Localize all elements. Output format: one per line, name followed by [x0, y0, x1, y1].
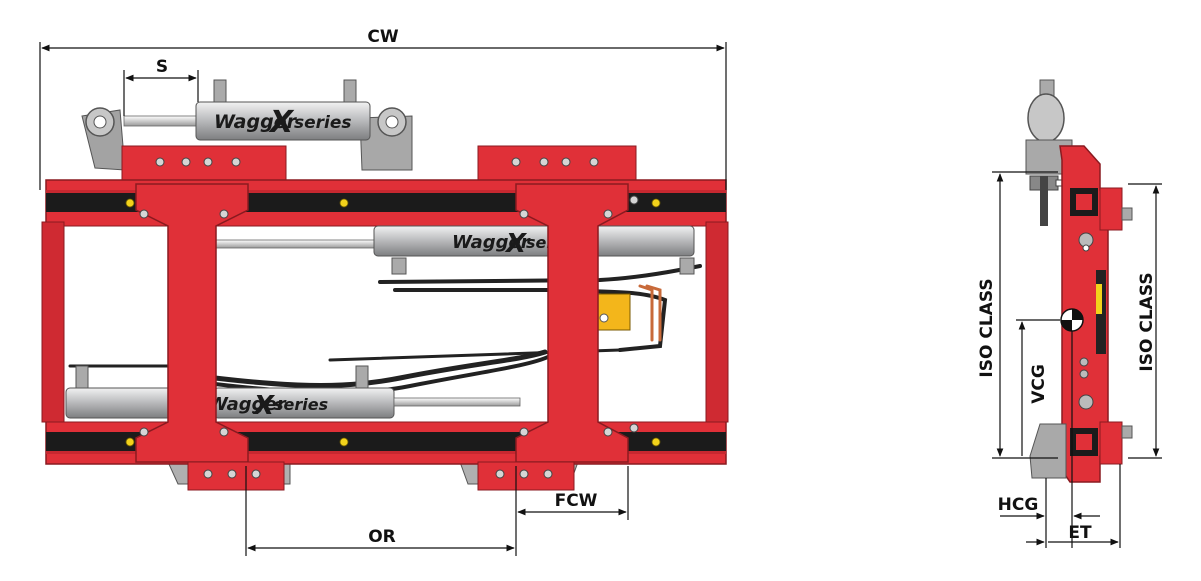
brand-label-bottom: Wagger	[208, 394, 287, 415]
hcg-label: HCG	[998, 495, 1039, 515]
side-dimension-lines	[992, 171, 1162, 548]
front-view: Wagger X series Wagger X series Wagge	[39, 27, 729, 556]
bolt-icon	[1078, 232, 1094, 410]
grease-fitting-icon	[125, 198, 661, 447]
brand-label-top: Wagger	[214, 111, 298, 133]
side-plate-right	[705, 221, 729, 423]
fcw-label: FCW	[555, 491, 598, 511]
brand-series-top: series	[294, 113, 352, 133]
cg-marker-icon	[1060, 308, 1084, 332]
dimension-lines	[39, 42, 727, 556]
mid-cylinder: Wagger X series	[215, 225, 695, 275]
top-cylinder: Wagger X series	[85, 79, 407, 141]
brand-x-mid: X	[504, 229, 528, 259]
iso-class-left-label: ISO CLASS	[977, 278, 997, 377]
brand-x-top: X	[268, 105, 295, 140]
brand-series-bottom: series	[274, 395, 328, 414]
fork-carrier-right	[515, 183, 629, 463]
iso-class-right-label: ISO CLASS	[1137, 272, 1157, 371]
side-view: ISO CLASS ISO CLASS VCG HCG ET	[977, 79, 1162, 548]
side-plate-left	[41, 221, 65, 423]
vcg-label: VCG	[1029, 364, 1049, 404]
cw-label: CW	[367, 27, 398, 47]
bolt-icon	[139, 157, 639, 479]
brand-label-mid: Wagger	[452, 232, 531, 253]
top-pad-right	[477, 145, 637, 183]
et-label: ET	[1068, 523, 1092, 543]
or-label: OR	[368, 527, 396, 547]
s-label: S	[156, 57, 168, 77]
brand-x-bottom: X	[252, 391, 276, 421]
